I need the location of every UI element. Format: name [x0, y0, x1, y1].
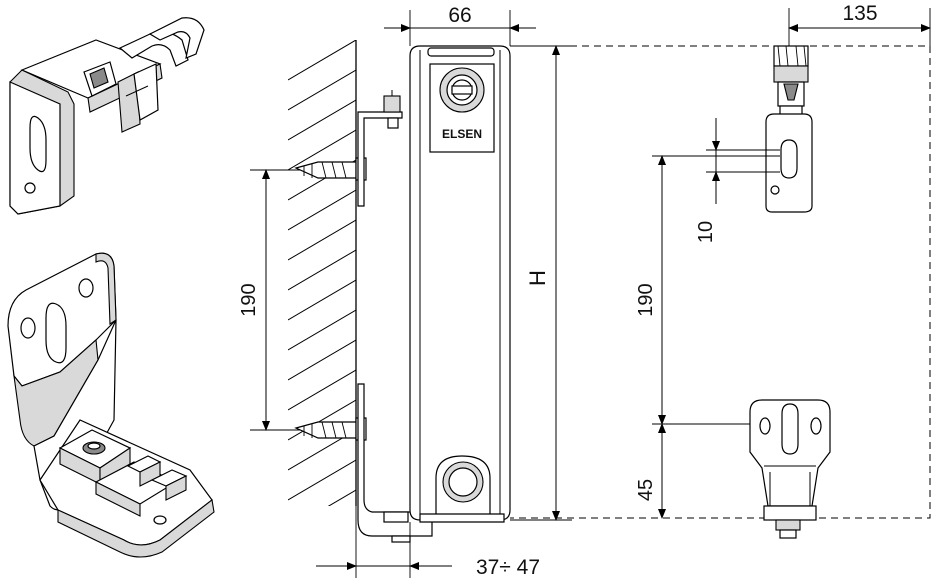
label-spacing-right: 190: [635, 283, 657, 316]
dimension-spacing-right: 190: [635, 155, 780, 425]
label-height: H: [525, 270, 550, 286]
bottom-bracket-iso-view: [7, 252, 215, 558]
label-wall-offset: 135: [842, 2, 877, 25]
dimension-wall-gap: 37÷ 47: [316, 506, 540, 579]
side-section-view: ELSEN 66 190 H: [238, 4, 572, 579]
radiator-side-body: ELSEN: [409, 45, 511, 523]
dimension-slot: 10: [695, 118, 780, 243]
label-depth: 66: [448, 4, 471, 27]
brand-logo: ELSEN: [442, 127, 482, 141]
top-bracket-iso-view: [9, 17, 205, 215]
label-spacing-left: 190: [238, 283, 260, 316]
label-slot: 10: [695, 221, 717, 243]
wall-dowel-top: [294, 157, 367, 181]
label-wall-gap: 37÷ 47: [476, 556, 540, 579]
dimension-spacing-left: 190: [238, 169, 300, 431]
dimension-wall-offset: 135: [788, 2, 931, 46]
dimension-bottom-offset: 45: [635, 423, 666, 519]
wall-dowel-bottom: [294, 417, 367, 441]
dimension-depth: 66: [384, 4, 536, 46]
dimension-height: H: [510, 45, 572, 521]
wall-hatching: [288, 40, 356, 506]
label-bottom-offset: 45: [635, 479, 657, 501]
radiator-outline-dashed: [510, 45, 931, 519]
bottom-bracket-front: [749, 399, 831, 539]
front-view: 135 10 190: [510, 2, 931, 539]
top-bracket-front: [765, 45, 813, 213]
top-bracket-section: [357, 90, 403, 207]
